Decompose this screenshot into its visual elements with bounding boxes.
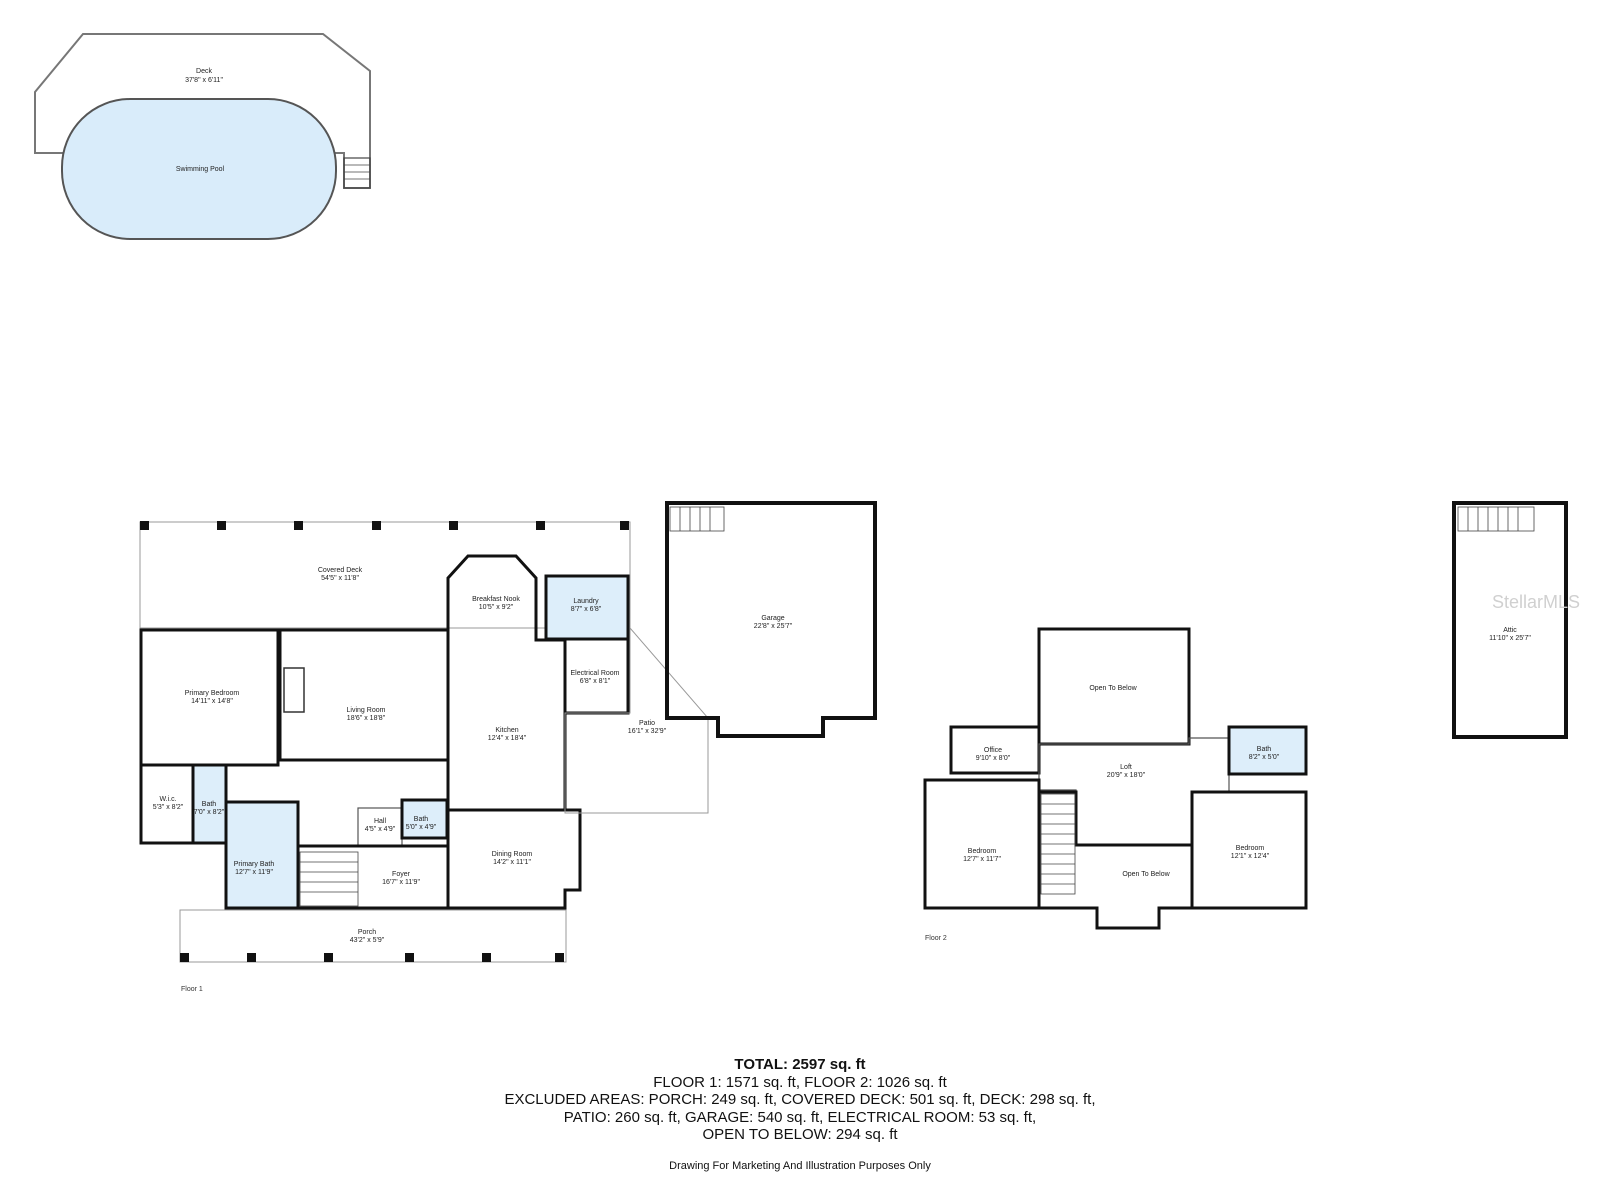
deck-name: Deck [196,68,212,75]
laundry-name: Laundry [573,598,599,605]
primary-bath-name: Primary Bath [234,861,275,868]
attic-stairs [1457,506,1535,532]
electrical-room-dims: 6'8" x 8'1" [580,678,611,685]
patio-area [564,626,709,814]
bedroom-1-room [923,778,1041,910]
deck-dims: 37'8" x 6'11" [185,77,223,84]
area-summary: TOTAL: 2597 sq. ft FLOOR 1: 1571 sq. ft,… [0,1056,1600,1144]
garage-room [665,501,877,738]
laundry-room [544,574,630,641]
bath-3-dims: 8'2" x 5'0" [1249,754,1280,761]
breakfast-nook-name: Breakfast Nook [472,596,520,603]
deck-stairs [343,157,371,189]
loft-dims: 20'9" x 18'0" [1107,772,1146,779]
wic-dims: 5'3" x 8'2" [153,804,184,811]
floor-1-plan: Covered Deck 54'5" x 11'8" Breakfast Noo… [139,501,877,993]
summary-line-1: FLOOR 1: 1571 sq. ft, FLOOR 2: 1026 sq. … [653,1073,947,1091]
attic-name: Attic [1503,627,1517,634]
pool-name: Swimming Pool [176,166,225,173]
patio-name: Patio [639,720,655,727]
summary-line-4: OPEN TO BELOW: 294 sq. ft [702,1126,898,1143]
bath-2-name: Bath [414,816,429,823]
garage-name: Garage [761,615,784,622]
dining-room-name: Dining Room [492,851,533,858]
foyer-dims: 16'7" x 11'9" [382,879,420,886]
office-name: Office [984,747,1002,754]
living-room-room [278,628,450,762]
office-dims: 9'10" x 8'0" [976,755,1011,762]
electrical-room-name: Electrical Room [570,670,619,677]
open-to-below-2-area [1037,790,1194,930]
floor-2-label: Floor 2 [925,935,947,942]
loft-name: Loft [1120,764,1132,771]
primary-bath-dims: 12'7" x 11'9" [235,869,273,876]
porch-posts [180,953,564,962]
foyer-stairs [299,851,359,907]
bath-1-name: Bath [202,801,217,808]
breakfast-nook-dims: 10'5" x 9'2" [479,604,514,611]
attic-room [1452,501,1568,739]
covered-deck-name: Covered Deck [318,567,363,574]
laundry-dims: 8'7" x 6'8" [571,606,602,613]
covered-deck-dims: 54'5" x 11'8" [321,575,359,582]
bath-1-dims: 7'0" x 8'2" [194,809,225,816]
bedroom-2-name: Bedroom [1236,845,1265,852]
bath-2-dims: 5'0" x 4'9" [406,824,437,831]
attic-plan: Attic 11'10" x 25'7" [1452,501,1568,739]
dining-room-dims: 14'2" x 11'1" [493,859,531,866]
floor-2-plan: Open To Below Office 9'10" x 8'0" Loft 2… [923,627,1308,942]
primary-bath-room [224,800,300,910]
primary-bedroom-name: Primary Bedroom [185,690,240,697]
bath-3-room [1227,725,1308,776]
bedroom-1-name: Bedroom [968,848,997,855]
swimming-pool [61,98,337,240]
bedroom-1-dims: 12'7" x 11'7" [963,856,1001,863]
pool-deck-area: Deck 37'8" x 6'11" Swimming Pool [34,33,371,240]
garage-dims: 22'8" x 25'7" [754,623,793,630]
living-room-name: Living Room [347,707,386,714]
porch-dims: 43'2" x 5'9" [350,937,385,944]
foyer-name: Foyer [392,871,411,878]
covered-deck-posts [140,521,629,530]
porch-area [179,909,567,963]
bath-3-name: Bath [1257,746,1272,753]
dining-room [446,808,582,910]
wic-name: W.i.c. [159,796,176,803]
kitchen-dims: 12'4" x 18'4" [488,735,527,742]
bath-1-room [191,763,228,845]
disclaimer: Drawing For Marketing And Illustration P… [669,1160,931,1172]
living-room-dims: 18'6" x 18'8" [347,715,386,722]
bath-2-room [400,798,449,840]
kitchen-name: Kitchen [495,727,518,734]
porch-name: Porch [358,929,376,936]
floor-2-stairs [1040,793,1076,895]
patio-dims: 16'1" x 32'9" [628,728,667,735]
summary-total: TOTAL: 2597 sq. ft [734,1056,866,1073]
foyer-room [296,844,450,910]
garage-stairs [669,506,725,532]
covered-deck-area [139,521,631,629]
primary-bedroom-dims: 14'11" x 14'8" [191,698,233,705]
floor-1-label: Floor 1 [181,986,203,993]
fireplace [283,667,305,713]
open-to-below-2-name: Open To Below [1122,871,1170,878]
bedroom-2-room [1190,790,1308,910]
watermark: StellarMLS [1492,592,1580,612]
hall-dims: 4'5" x 4'9" [365,826,396,833]
bedroom-2-dims: 12'1" x 12'4" [1231,853,1270,860]
open-to-below-1-name: Open To Below [1089,685,1137,692]
attic-dims: 11'10" x 25'7" [1489,635,1531,642]
summary-line-2: EXCLUDED AREAS: PORCH: 249 sq. ft, COVER… [504,1091,1096,1108]
summary-line-3: PATIO: 260 sq. ft, GARAGE: 540 sq. ft, E… [563,1108,1037,1126]
hall-name: Hall [374,818,387,825]
